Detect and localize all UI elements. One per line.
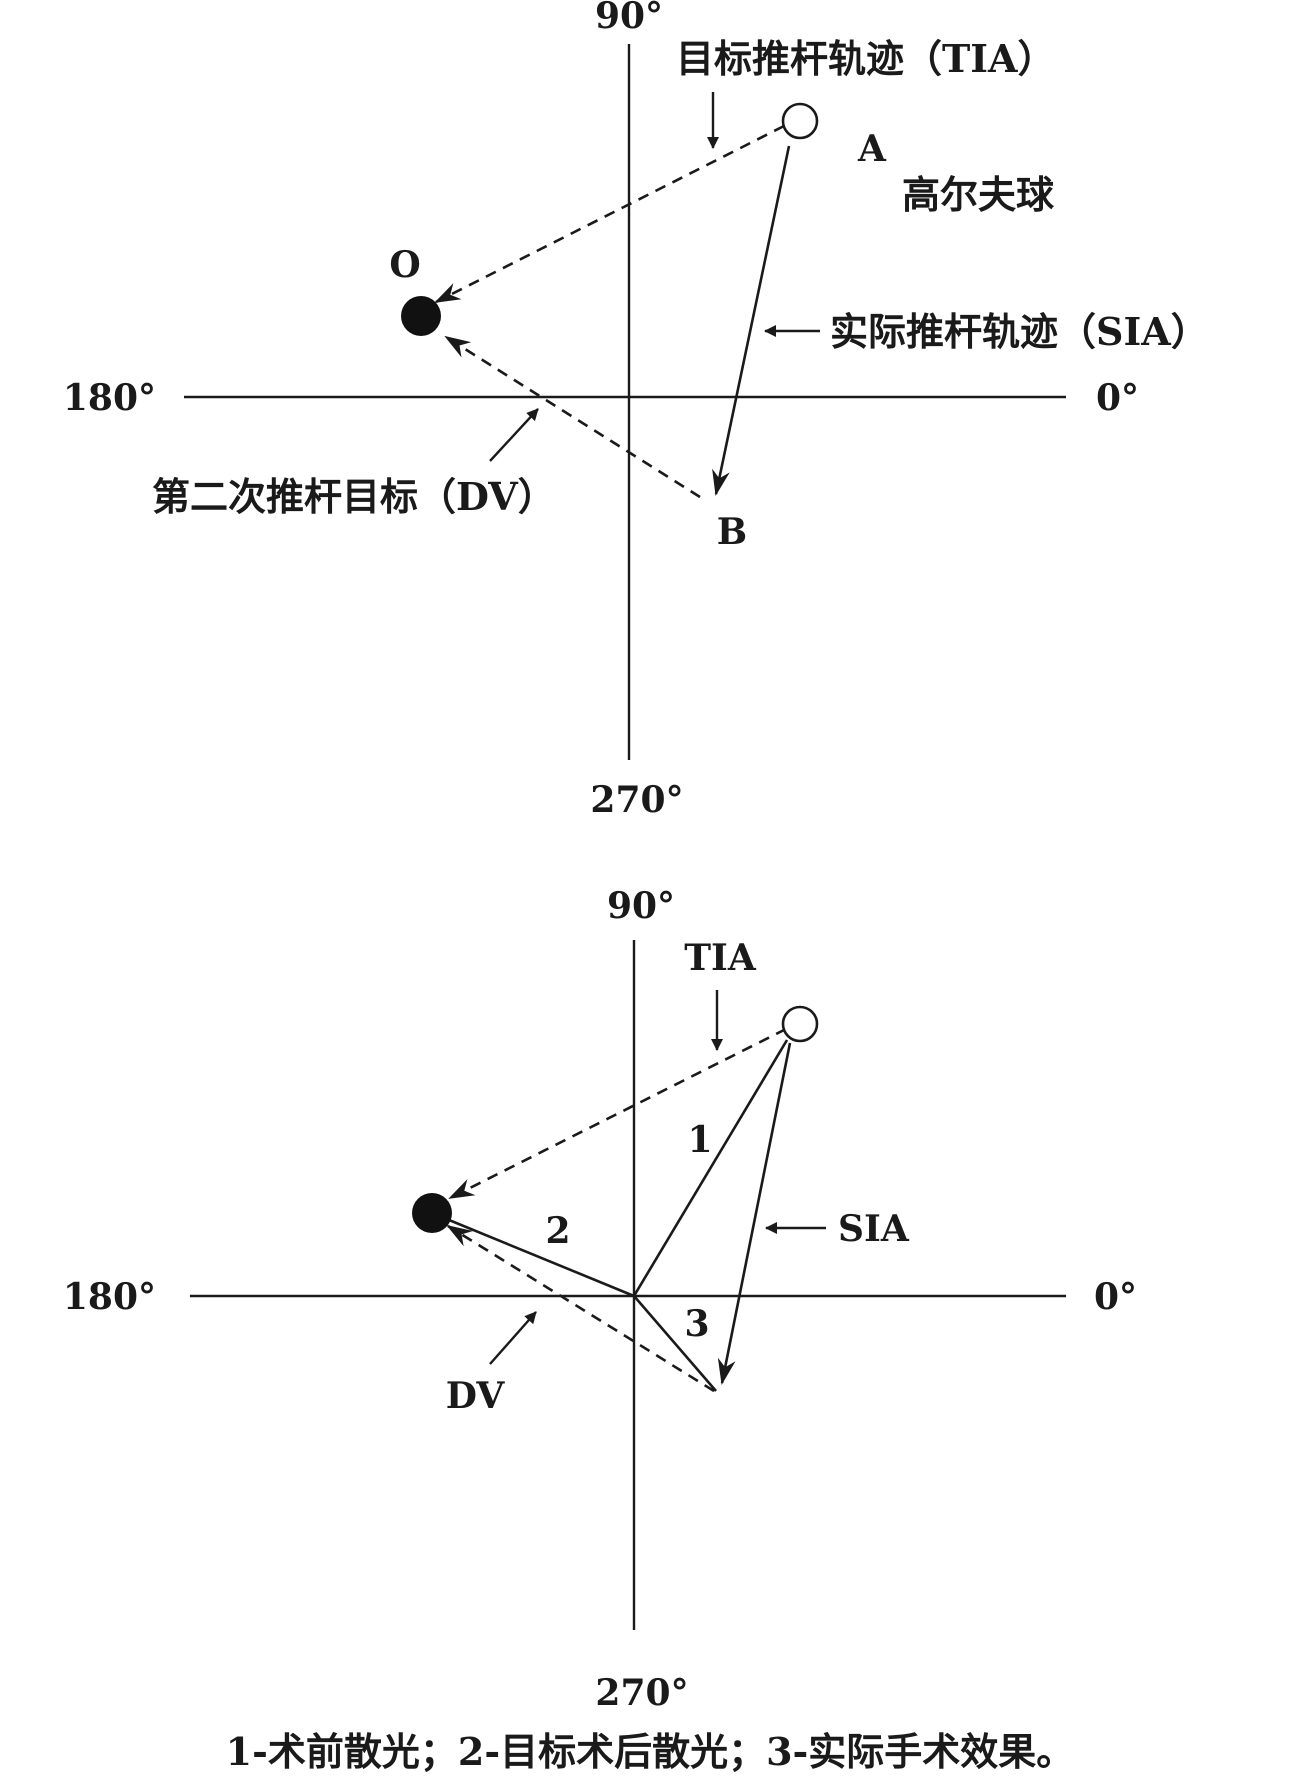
bottom-vector-2-line [431, 1211, 635, 1298]
bottom-vector-2-label: 2 [545, 1210, 570, 1252]
figure-caption: 1-术前散光；2-目标术后散光；3-实际手术效果。 [226, 1729, 1075, 1774]
bottom-target [412, 1193, 452, 1233]
bottom-diagram: 90° 0° 180° 270° TIA SIA DV 1 2 3 [63, 885, 1137, 1714]
bottom-angle-180: 180° [63, 1276, 156, 1318]
top-golf-ball-a [781, 102, 819, 140]
top-tia-vector [434, 124, 785, 304]
bottom-vector-3-label: 3 [684, 1303, 709, 1345]
bottom-angle-270: 270° [595, 1672, 688, 1714]
top-angle-270: 270° [590, 779, 683, 821]
bottom-vector-1-line [632, 1039, 789, 1297]
bottom-golf-ball [781, 1005, 819, 1043]
top-target-o [401, 296, 441, 336]
top-point-a-label: A [857, 128, 887, 170]
top-angle-0: 0° [1096, 377, 1139, 419]
top-point-o-label: O [389, 244, 420, 286]
bottom-vector-1-label: 1 [687, 1119, 712, 1161]
bottom-dv-vector [446, 1224, 715, 1393]
bottom-tia-vector [448, 1027, 787, 1200]
bottom-vector-3-line [633, 1295, 717, 1392]
bottom-dv-pointer-arrow [489, 1311, 537, 1365]
bottom-angle-0: 0° [1094, 1276, 1137, 1318]
top-dv-pointer-arrow [489, 408, 539, 462]
top-dv-label: 第二次推杆目标（DV） [152, 474, 556, 519]
top-sia-vector [712, 145, 791, 496]
bottom-dv-label: DV [446, 1375, 506, 1417]
top-point-b-label: B [717, 511, 747, 553]
top-golf-ball-label: 高尔夫球 [902, 172, 1055, 217]
top-sia-label: 实际推杆轨迹（SIA） [830, 309, 1209, 354]
bottom-sia-label: SIA [838, 1208, 910, 1250]
top-angle-180: 180° [63, 377, 156, 419]
bottom-sia-vector [717, 1042, 792, 1385]
bottom-angle-90: 90° [607, 885, 675, 927]
top-dv-vector [444, 335, 701, 499]
top-diagram: 90° 0° 180° 270° 目标推杆轨迹（TIA） A 高尔夫球 O 实际… [63, 0, 1209, 821]
bottom-tia-label: TIA [684, 937, 757, 979]
top-tia-label: 目标推杆轨迹（TIA） [676, 36, 1056, 81]
top-angle-90: 90° [595, 0, 663, 37]
